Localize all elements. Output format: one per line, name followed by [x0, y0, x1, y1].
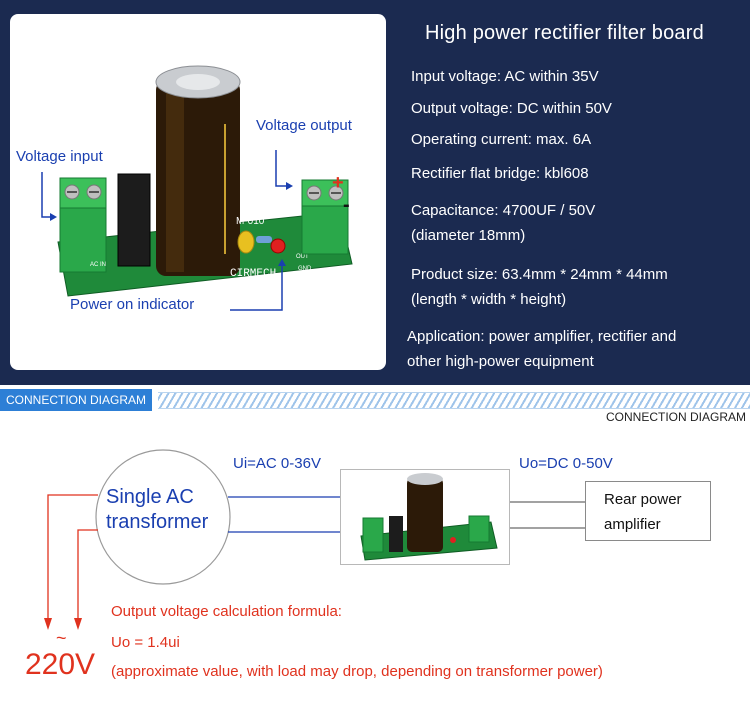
board-gnd-text: GND — [298, 266, 312, 272]
board-thumbnail: CIRMECH — [340, 469, 510, 565]
voltage-input-arrow — [50, 213, 57, 221]
mains-arrow-left — [44, 618, 52, 630]
board-illustration: M-010 CIRMECH AC IN OUT GND — [41, 65, 353, 311]
board-thumbnail-illustration: CIRMECH — [360, 473, 498, 561]
filter-capacitor — [155, 65, 241, 276]
voltage-output-label: Voltage output — [256, 117, 352, 134]
mains-arrow-right — [74, 618, 82, 630]
formula-title: Output voltage calculation formula: — [111, 603, 342, 620]
product-photo: M-010 CIRMECH AC IN OUT GND Voltage inpu… — [10, 14, 386, 370]
spec-title: High power rectifier filter board — [425, 22, 704, 44]
indicator-leader — [230, 266, 283, 311]
voltage-input-leader — [41, 172, 50, 218]
connection-diagram-bar: CONNECTION DIAGRAM — [0, 389, 750, 411]
power-indicator-label: Power on indicator — [70, 296, 195, 313]
product-banner: M-010 CIRMECH AC IN OUT GND Voltage inpu… — [0, 0, 750, 385]
board-model-text: M-010 — [236, 216, 265, 227]
rear-amplifier-line1: Rear power — [604, 491, 682, 508]
mains-voltage-label: 220V — [25, 648, 96, 681]
connection-diagram-subtitle: CONNECTION DIAGRAM — [605, 410, 746, 424]
header-stripes — [158, 392, 750, 409]
thumbnail-brand-text: CIRMECH — [433, 554, 454, 560]
power-led — [270, 238, 286, 254]
board-out-text: OUT — [296, 254, 309, 260]
plus-sign: + — [332, 172, 344, 194]
spec-rectifier-bridge: Rectifier flat bridge: kbl608 — [411, 165, 589, 182]
ac-tilde-symbol: ~ — [56, 628, 67, 648]
rear-amplifier-line2: amplifier — [604, 516, 661, 533]
ui-voltage-label: Ui=AC 0-36V — [233, 455, 321, 472]
spec-application-cont: other high-power equipment — [407, 353, 594, 370]
voltage-input-label: Voltage input — [16, 148, 103, 165]
rear-power-amplifier-box: Rear power amplifier — [585, 481, 711, 541]
voltage-output-leader — [275, 150, 286, 187]
spec-capacitance: Capacitance: 4700UF / 50V — [411, 202, 596, 219]
spec-product-size: Product size: 63.4mm * 24mm * 44mm — [411, 266, 668, 283]
connection-diagram-tab: CONNECTION DIAGRAM — [0, 389, 153, 411]
spec-input-voltage: Input voltage: AC within 35V — [411, 68, 599, 85]
board-brand-text: CIRMECH — [230, 268, 276, 280]
spec-capacitance-diameter: (diameter 18mm) — [411, 227, 526, 244]
formula-note: (approximate value, with load may drop, … — [111, 663, 603, 680]
output-terminal-block — [301, 179, 349, 255]
minus-sign: - — [343, 194, 350, 216]
spec-size-dimensions: (length * width * height) — [411, 291, 567, 308]
transformer-label-line1: Single AC — [106, 486, 194, 508]
transformer-label-line2: transformer — [106, 511, 209, 533]
bridge-rectifier — [117, 173, 151, 267]
spec-application: Application: power amplifier, rectifier … — [407, 328, 677, 345]
spec-output-voltage: Output voltage: DC within 50V — [411, 100, 612, 117]
indicator-arrow — [278, 259, 286, 266]
uo-voltage-label: Uo=DC 0-50V — [519, 455, 613, 472]
mains-lead-left — [47, 494, 98, 618]
board-ac-in-text: AC IN — [90, 262, 106, 268]
small-capacitor — [237, 230, 255, 254]
transformer-circle — [95, 449, 231, 585]
spec-operating-current: Operating current: max. 6A — [411, 131, 592, 148]
resistor — [256, 236, 272, 243]
spec-panel: High power rectifier filter board Input … — [400, 0, 750, 385]
input-terminal-block — [59, 177, 107, 273]
mains-lead-right — [77, 529, 98, 618]
voltage-output-arrow — [286, 182, 293, 190]
formula-text: Uo = 1.4ui — [111, 634, 180, 651]
